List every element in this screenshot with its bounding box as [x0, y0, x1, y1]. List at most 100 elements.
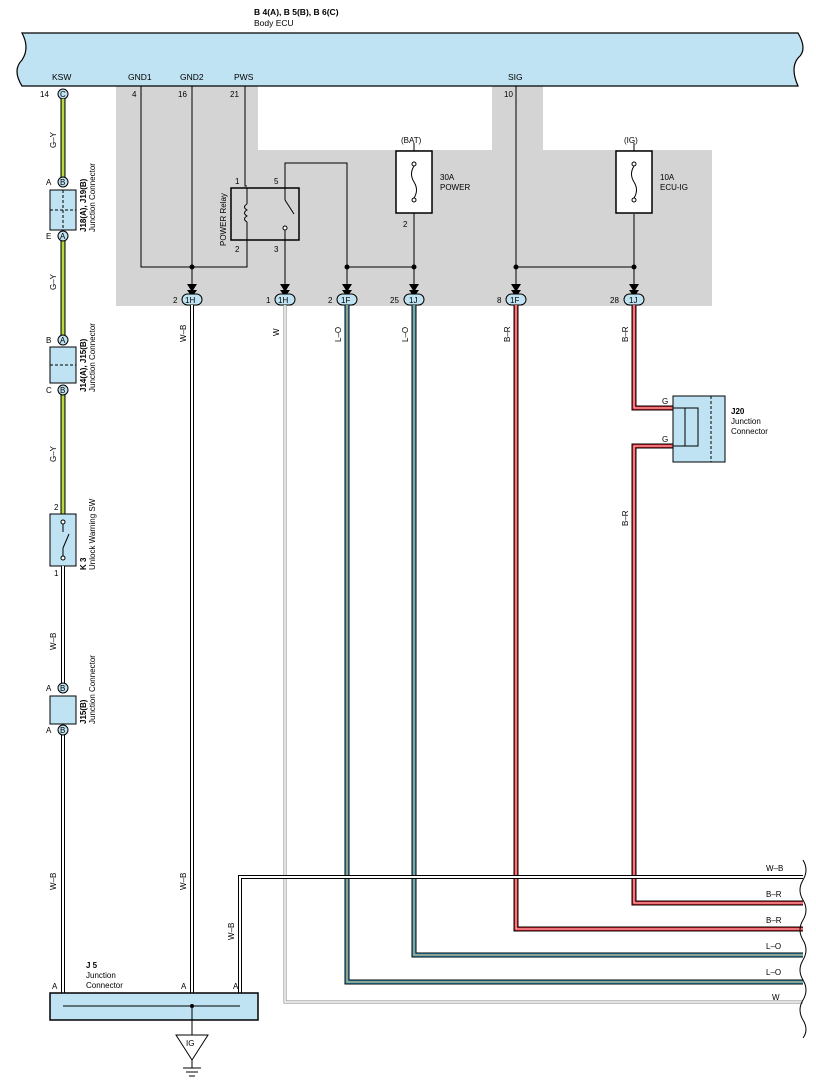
- jb-conn-1: 1H: [278, 296, 288, 305]
- j20-name-1: Junction: [731, 417, 761, 426]
- j20-pin-out: G: [662, 435, 668, 444]
- ground-icon: [175, 1034, 209, 1077]
- jb-pin-2: 2: [328, 296, 333, 305]
- j5-id: J 5: [86, 961, 98, 970]
- ecu-name: Body ECU: [254, 18, 294, 28]
- relay-pin-3: 3: [274, 245, 279, 254]
- wire-color-wb-5: W–B: [227, 923, 236, 940]
- relay-pin-1: 1: [235, 177, 240, 186]
- j18-conn-bottom: A: [60, 232, 66, 241]
- k3-id: K 3: [79, 557, 88, 570]
- wire-color-wb-4: W–B: [179, 873, 188, 890]
- k3-pin-top: 2: [54, 503, 59, 512]
- k3-pin-bottom: 1: [54, 569, 59, 578]
- ground-label: IG: [186, 1039, 194, 1048]
- jb-pin-5: 28: [610, 296, 619, 305]
- ecu-internal-wiring: [140, 86, 637, 285]
- junction-connector-j14: [49, 334, 77, 396]
- wire-color-gy-1: G–Y: [49, 131, 58, 148]
- jb-pin-1: 1: [266, 296, 271, 305]
- j18-name: Junction Connector: [88, 163, 97, 232]
- wire-color-wb-2: W–B: [49, 873, 58, 890]
- fuse-30a-power: [395, 143, 433, 230]
- j14-name: Junction Connector: [88, 323, 97, 392]
- j5-pin-0: A: [52, 982, 58, 991]
- wire-color-br-2: B–R: [621, 326, 630, 342]
- j18-id: J18(A), J19(B): [79, 178, 88, 232]
- junction-connector-j18: [49, 176, 77, 242]
- j18-pin-top: A: [46, 178, 52, 187]
- fuse-ig-name: ECU-IG: [660, 183, 688, 192]
- power-relay: [230, 187, 300, 241]
- jb-conn-5: 1J: [629, 296, 637, 305]
- terminal-pws-label: PWS: [234, 72, 254, 82]
- j15-pin-top: A: [46, 684, 52, 693]
- j5-pin-2: A: [233, 982, 239, 991]
- jb-conn-2: 1F: [341, 296, 350, 305]
- j18-pin-bottom: E: [46, 232, 51, 241]
- j20-name-2: Connector: [731, 427, 768, 436]
- j14-id: J14(A), J15(B): [79, 338, 88, 392]
- j18-conn-top: B: [60, 178, 65, 187]
- exit-label-1: B–R: [766, 890, 782, 899]
- wire-color-lo-1: L–O: [334, 327, 343, 342]
- relay-pin-2: 2: [235, 245, 240, 254]
- wire-1f-lo: [344, 305, 803, 985]
- wire-1h-w: [283, 305, 803, 1004]
- relay-pin-5: 5: [274, 177, 279, 186]
- k3-name: Unlock Warning SW: [88, 498, 97, 570]
- j15-id: J15(B): [79, 699, 88, 724]
- exit-label-3: L–O: [766, 942, 781, 951]
- pin-gnd1: 4: [132, 90, 137, 99]
- fuse-10a-ecu-ig: [615, 143, 653, 214]
- j20-id: J20: [731, 407, 745, 416]
- wire-color-w: W: [272, 328, 281, 336]
- pin-ksw: 14: [40, 90, 49, 99]
- exit-label-2: B–R: [766, 916, 782, 925]
- j14-pin-top: B: [46, 336, 51, 345]
- j20-pin-in: G: [662, 397, 668, 406]
- j14-conn-top: A: [60, 336, 66, 345]
- wire-color-lo-2: L–O: [401, 327, 410, 342]
- pin-sig: 10: [504, 90, 513, 99]
- terminal-gnd2-label: GND2: [180, 72, 204, 82]
- ecu-body: [16, 32, 804, 87]
- fuse-bat-name: POWER: [440, 183, 470, 192]
- junction-connector-j15: [49, 682, 77, 736]
- jb-pin-4: 8: [497, 296, 502, 305]
- wire-color-gy-3: G–Y: [49, 445, 58, 462]
- jb-pin-3: 25: [390, 296, 399, 305]
- jb-pin-0: 2: [173, 296, 178, 305]
- fuse-ig-source: (IG): [624, 136, 638, 145]
- jb-conn-3: 1J: [409, 296, 417, 305]
- wire-1f-br: [513, 305, 803, 932]
- wire-color-wb-1: W–B: [49, 633, 58, 650]
- exit-label-4: L–O: [766, 968, 781, 977]
- j15-pin-bottom: A: [46, 726, 52, 735]
- fuse-bat-source: (BAT): [401, 136, 422, 145]
- jb-conn-0: 1H: [185, 296, 195, 305]
- j15-conn-top: B: [60, 684, 65, 693]
- exit-label-0: W–B: [766, 864, 783, 873]
- wire-color-br-3: B–R: [621, 510, 630, 526]
- terminal-ksw-label: KSW: [52, 72, 71, 82]
- j5-name-1: Junction: [86, 971, 116, 980]
- wire-color-gy-2: G–Y: [49, 273, 58, 290]
- j14-conn-bottom: B: [60, 386, 65, 395]
- harness-break-line: [799, 859, 807, 1039]
- fuse-bat-rating: 30A: [440, 173, 455, 182]
- unlock-warning-switch: [49, 513, 77, 567]
- jb-conn-4: 1F: [510, 296, 519, 305]
- j15-conn-bottom: B: [60, 726, 65, 735]
- wire-color-wb-3: W–B: [179, 325, 188, 342]
- junction-connector-j20: [672, 395, 726, 463]
- j14-pin-bottom: C: [46, 386, 52, 395]
- fuse-bat-pin: 2: [403, 220, 408, 229]
- ecu-connector-ids: B 4(A), B 5(B), B 6(C): [254, 7, 339, 17]
- j5-pin-1: A: [181, 982, 187, 991]
- pin-pws: 21: [230, 90, 239, 99]
- fuse-ig-rating: 10A: [660, 173, 675, 182]
- j15-name: Junction Connector: [88, 655, 97, 724]
- terminal-gnd1-label: GND1: [128, 72, 152, 82]
